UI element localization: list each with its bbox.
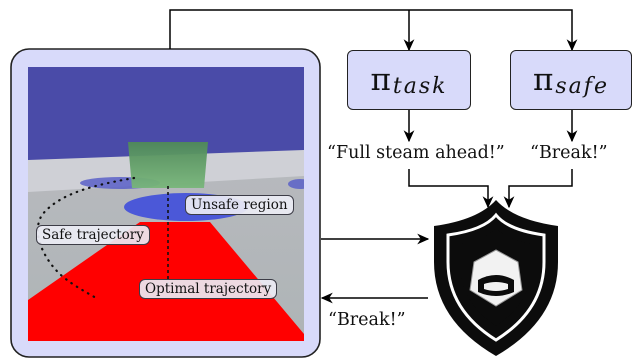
shield-helmet-icon [434,200,558,356]
feed-arrows [169,9,578,52]
safe-policy-quote: “Break!” [530,143,608,163]
optimal-trajectory-label: Optimal trajectory [139,279,278,299]
task-policy-subscript: task [392,73,448,99]
task-policy-symbol: π [370,61,391,98]
target-box [128,142,208,188]
safe-trajectory-label: Safe trajectory [36,225,150,245]
policy-to-shield-arrows [403,110,578,209]
feedback-quote: “Break!” [328,310,406,330]
safe-policy-symbol: π [533,61,554,98]
unsafe-region-label: Unsafe region [185,195,294,215]
safe-policy-subscript: safe [555,73,609,99]
task-policy-quote: “Full steam ahead!” [327,143,505,163]
